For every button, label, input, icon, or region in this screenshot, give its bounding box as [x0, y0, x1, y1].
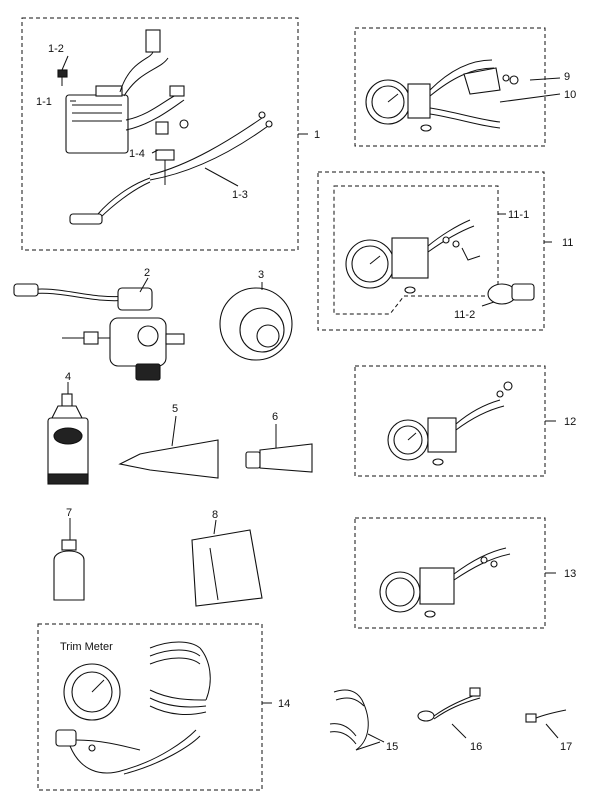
- group-12-gauge-kit: 12: [354, 365, 576, 477]
- label-1-1: 1-1: [36, 96, 52, 108]
- group-11-frame: [317, 171, 545, 331]
- label-15: 15: [386, 741, 398, 753]
- part-17-lead-wire: 17: [525, 709, 572, 753]
- label-11: 11: [562, 237, 573, 249]
- part-16-lead-wire: 16: [417, 687, 482, 753]
- label-7: 7: [66, 507, 72, 519]
- trim-sender-part: [55, 729, 201, 775]
- ring-terminal-part: [179, 119, 189, 129]
- part-15-harness: 15: [329, 689, 398, 753]
- harness-plug-part: [169, 85, 185, 97]
- label-2: 2: [144, 267, 150, 279]
- label-1-2: 1-2: [48, 43, 64, 55]
- clip-part: [155, 121, 169, 135]
- group-14-trim-meter-kit: Trim Meter 14: [37, 623, 290, 791]
- switch-part: [487, 283, 535, 305]
- rectifier-regulator-part: [65, 85, 129, 154]
- label-10: 10: [564, 89, 576, 101]
- group-9-frame: [354, 27, 546, 147]
- trim-meter-title: Trim Meter: [60, 641, 113, 653]
- bolt-part: [57, 69, 68, 86]
- label-13: 13: [564, 568, 576, 580]
- group-11-gauge-kit: 11-1 11 11-2: [317, 171, 573, 331]
- part-8-pouch: 8: [191, 509, 263, 607]
- label-4: 4: [65, 371, 71, 383]
- label-9: 9: [564, 71, 570, 83]
- part-6-small-tube: 6: [245, 411, 313, 473]
- group-9-gauge-kit: 9 10: [354, 27, 576, 147]
- part-5-tube: 5: [118, 403, 219, 479]
- group-11-1-frame: [333, 185, 499, 315]
- label-16: 16: [470, 741, 482, 753]
- wire-harness-part: [69, 111, 273, 225]
- group-13-gauge-kit: 13: [354, 517, 576, 629]
- label-14: 14: [278, 698, 290, 710]
- group-14-frame: [37, 623, 263, 791]
- part-3-grommet: 3: [219, 269, 293, 361]
- label-3: 3: [258, 269, 264, 281]
- label-1-4: 1-4: [129, 148, 145, 160]
- label-1-3: 1-3: [232, 189, 248, 201]
- part-2-switch: 2: [13, 267, 185, 381]
- label-11-2: 11-2: [454, 309, 475, 321]
- harness-plug-end-part: [69, 213, 103, 225]
- connector-part: [145, 29, 161, 53]
- label-1: 1: [314, 129, 320, 141]
- label-11-1: 11-1: [508, 209, 529, 221]
- label-8: 8: [212, 509, 218, 521]
- part-4-bottle: 4: [47, 371, 89, 485]
- label-6: 6: [272, 411, 278, 423]
- group-1-harness-kit: 1-2 1-1 1-4 1-3 1: [21, 17, 320, 251]
- label-17: 17: [560, 741, 572, 753]
- part-7-small-bottle: 7: [53, 507, 85, 601]
- label-12: 12: [564, 416, 576, 428]
- label-5: 5: [172, 403, 178, 415]
